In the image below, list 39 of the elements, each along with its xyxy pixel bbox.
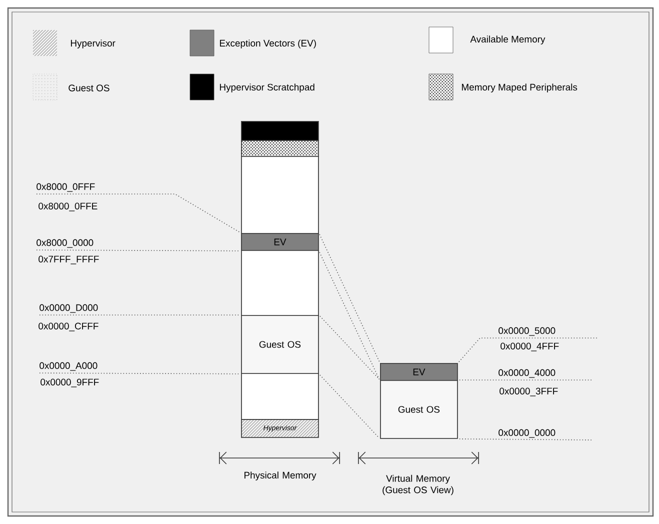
address-label: 0x0000_9FFF — [40, 378, 99, 388]
memory-block: Guest OS — [380, 380, 458, 439]
leader-line — [36, 250, 240, 252]
address-label: 0x8000_0000 — [36, 239, 94, 248]
memory-block — [241, 250, 319, 316]
scratchpad-block — [241, 121, 319, 141]
axis-label: Physical Memory — [244, 472, 316, 480]
mapping-line — [320, 316, 380, 380]
mapping-line — [320, 374, 380, 438]
memory-block: Guest OS — [241, 315, 319, 374]
address-label: 0x0000_4FFF — [500, 342, 559, 352]
memory-block: EV — [380, 363, 458, 381]
legend-label: Available Memory — [470, 36, 546, 44]
mapping-line — [319, 234, 380, 362]
leader-line — [39, 372, 240, 374]
memory-block — [241, 156, 319, 234]
legend-label: Hypervisor Scratchpad — [220, 84, 314, 92]
leader-line — [458, 338, 600, 362]
address-label: 0x8000_0FFE — [38, 202, 98, 212]
address-label: 0x7FFF_FFFF — [38, 256, 99, 264]
address-label: 0x0000_0000 — [498, 429, 556, 438]
leader-line — [39, 314, 240, 316]
address-label: 0x8000_0FFF — [36, 183, 95, 192]
memory-block: EV — [241, 233, 319, 251]
address-label: 0x0000_5000 — [498, 327, 556, 336]
address-label: 0x0000_CFFF — [38, 322, 98, 332]
address-label: 0x0000_A000 — [40, 362, 98, 371]
address-label: 0x0000_D000 — [40, 304, 98, 313]
mapping-line — [319, 252, 380, 380]
address-label: 0x0000_4000 — [498, 369, 556, 378]
address-label: 0x0000_3FFF — [500, 388, 558, 396]
leader-line — [459, 438, 592, 440]
legend-label: Hypervisor — [71, 40, 116, 48]
leader-line — [36, 194, 240, 233]
legend-label: Memory Maped Peripherals — [462, 84, 578, 92]
legend-label: Exception Vectors (EV) — [220, 40, 316, 48]
memory-block — [241, 373, 319, 420]
legend-label: Guest OS — [68, 84, 110, 92]
axis-label: Virtual Memory (Guest OS View) — [382, 474, 454, 496]
